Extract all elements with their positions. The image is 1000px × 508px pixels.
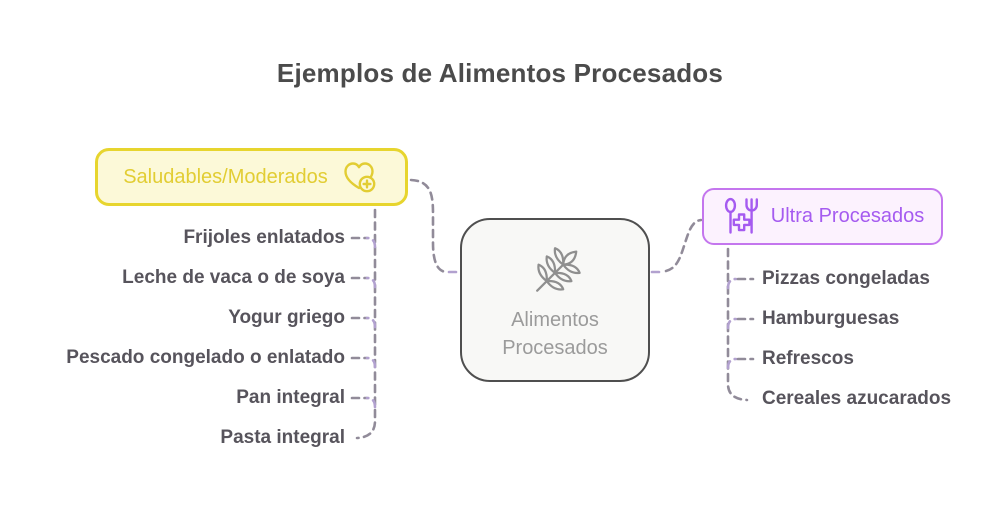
list-item[interactable]: Cereales azucarados (762, 388, 952, 409)
edge-center-to-right (664, 218, 703, 273)
node-saludables-moderados[interactable]: Saludables/Moderados (95, 148, 408, 206)
list-item[interactable]: Pan integral (236, 387, 345, 408)
node-ultra-procesados[interactable]: Ultra Procesados (702, 188, 943, 245)
list-item[interactable]: Hamburguesas (762, 308, 900, 329)
right-branch-spine (726, 247, 749, 402)
list-item[interactable]: Yogur griego (228, 307, 345, 328)
list-item[interactable]: Refrescos (762, 348, 854, 369)
heart-plus-icon (338, 157, 380, 197)
list-item[interactable]: Pizzas congeladas (762, 268, 930, 289)
wheat-icon (524, 238, 586, 300)
node-label: Saludables/Moderados (123, 165, 328, 188)
right-branch-items: Pizzas congeladas Hamburguesas Refrescos… (762, 259, 951, 419)
list-item[interactable]: Leche de vaca o de soya (122, 267, 345, 288)
left-branch-spine (355, 208, 377, 440)
list-item[interactable]: Pasta integral (220, 427, 345, 448)
edge-left-to-center (409, 178, 448, 274)
node-label: Alimentos Procesados (502, 309, 608, 360)
node-alimentos-procesados[interactable]: Alimentos Procesados (460, 218, 650, 382)
left-branch-items: Frijoles enlatados Leche de vaca o de so… (66, 218, 345, 458)
fork-spoon-plus-icon (721, 195, 761, 239)
node-label: Ultra Procesados (770, 205, 925, 227)
page-title: Ejemplos de Alimentos Procesados (276, 58, 724, 88)
list-item[interactable]: Frijoles enlatados (183, 227, 345, 248)
list-item[interactable]: Pescado congelado o enlatado (66, 347, 345, 368)
